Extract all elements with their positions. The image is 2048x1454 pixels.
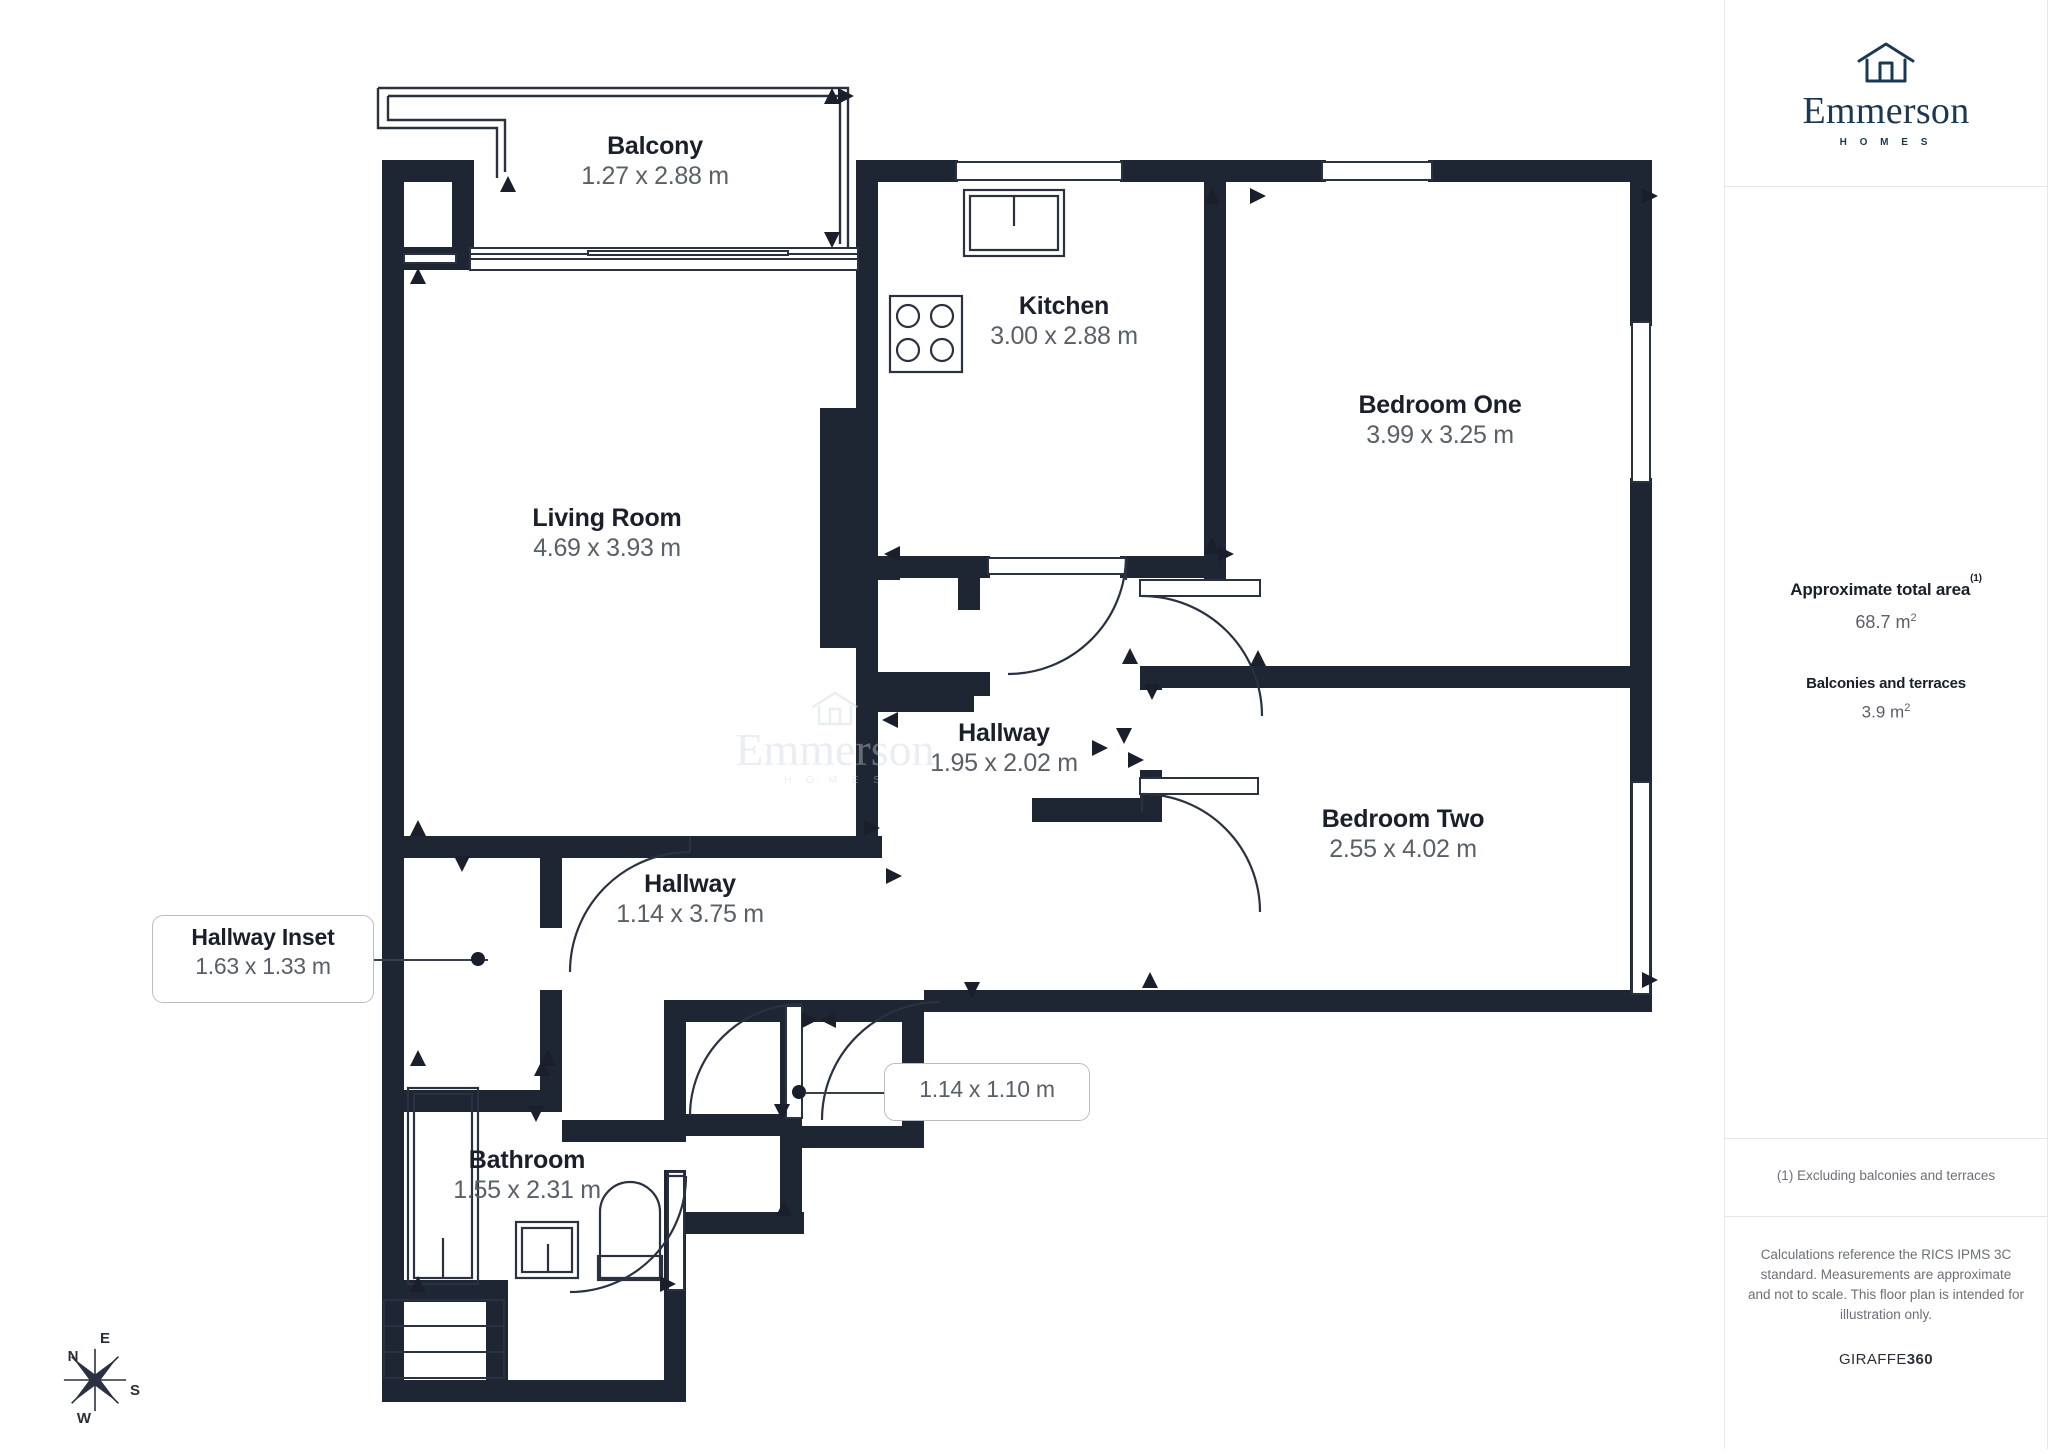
total-area-value-row: 68.7 m2	[1724, 612, 2048, 633]
info-sidebar: Emmerson H O M E S Approximate total are…	[1724, 0, 2048, 1449]
openings	[403, 161, 1651, 1291]
callout-dim-inset-small: 1.14 x 1.10 m	[919, 1076, 1055, 1102]
callout-hallway-inset: Hallway Inset 1.63 x 1.33 m	[152, 915, 374, 1003]
floorplan-svg	[376, 86, 1658, 1402]
sidebar-divider-1	[1725, 186, 2047, 187]
balcony-area-unit-exponent: 2	[1904, 702, 1911, 714]
total-area-footnote-marker: (1)	[1970, 573, 1982, 585]
landing-steps	[383, 1299, 505, 1379]
provider-name-prefix: GIRAFFE	[1838, 1350, 1907, 1368]
balcony-area-title: Balconies and terraces	[1806, 675, 1966, 692]
callout-inset-small: 1.14 x 1.10 m	[884, 1063, 1090, 1121]
wall-fills	[382, 160, 1652, 1402]
compass-label-e: E	[100, 1330, 110, 1347]
compass-label-w: W	[77, 1410, 92, 1427]
legal-block: Calculations reference the RICS IPMS 3C …	[1724, 1245, 2048, 1368]
dimension-markers	[410, 88, 1658, 1292]
area-summary: Approximate total area(1) 68.7 m2 Balcon…	[1724, 573, 2048, 723]
compass-label-s: S	[130, 1382, 140, 1399]
callout-leader-hallway-inset	[374, 959, 488, 961]
total-area-label: Approximate total area	[1790, 580, 1971, 599]
callout-dot-hallway-inset	[471, 952, 485, 966]
balcony-area-value: 3.9 m	[1861, 702, 1905, 722]
house-outline-icon	[1857, 42, 1915, 82]
bathroom-sink-icon	[514, 1220, 580, 1280]
brand-logo: Emmerson H O M E S	[1724, 0, 2048, 186]
balcony-area-value-row: 3.9 m2	[1724, 702, 2048, 723]
total-area-unit-exponent: 2	[1910, 612, 1917, 624]
kitchen-sink-icon	[962, 188, 1066, 258]
total-area-title: Approximate total area(1)	[1724, 573, 2048, 600]
sidebar-divider-2	[1725, 1138, 2047, 1139]
toilet-icon	[596, 1180, 664, 1282]
door-swings	[568, 555, 1264, 1294]
brand-wordmark: Emmerson	[1802, 89, 1970, 132]
total-area-value: 68.7 m	[1855, 612, 1911, 632]
callout-dim-hallway-inset: 1.63 x 1.33 m	[195, 952, 331, 979]
callout-leader-inset-small	[806, 1092, 884, 1094]
callout-name-hallway-inset: Hallway Inset	[191, 924, 335, 950]
provider-name-suffix: 360	[1906, 1350, 1934, 1368]
callout-dot-inset-small	[792, 1085, 806, 1099]
bathtub-icon	[406, 1086, 480, 1286]
brand-subtitle: H O M E S	[1839, 136, 1933, 148]
balcony-outline	[376, 86, 850, 250]
sidebar-divider-3	[1725, 1216, 2047, 1217]
footnote-text: (1) Excluding balconies and terraces	[1776, 1168, 1996, 1183]
legal-disclaimer: Calculations reference the RICS IPMS 3C …	[1748, 1247, 2024, 1322]
floorplan-canvas	[376, 86, 1658, 1402]
compass-label-n: N	[68, 1348, 79, 1365]
provider-logo: GIRAFFE360	[1724, 1351, 2048, 1368]
kitchen-hob-icon	[888, 294, 964, 374]
compass-rose: N E S W	[63, 1330, 140, 1427]
sidebar-left-border	[1724, 0, 1725, 1449]
